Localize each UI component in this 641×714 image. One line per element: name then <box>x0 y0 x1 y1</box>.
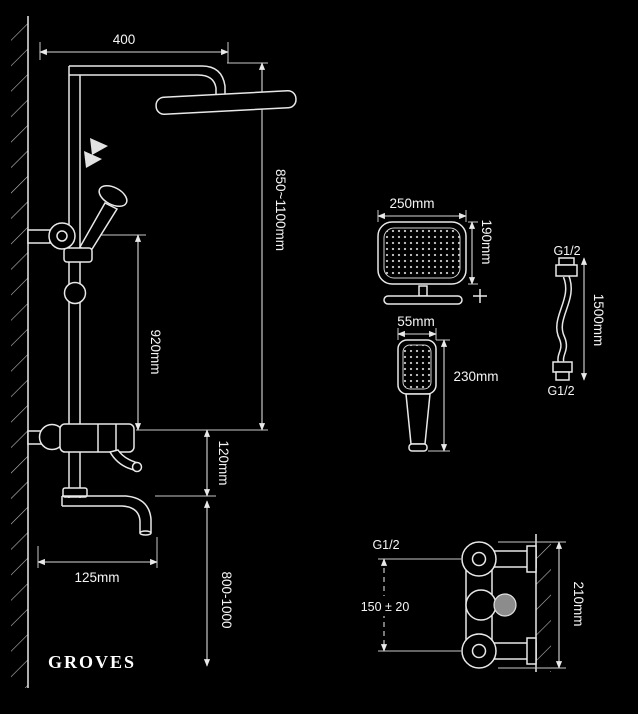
dim-valve-spacing-label: 150 ± 20 <box>361 600 410 614</box>
mixer-body <box>59 423 135 453</box>
shower-arm <box>69 65 226 97</box>
mixer-assembly <box>27 423 143 473</box>
dim-riser-height-label: 920mm <box>148 329 163 374</box>
hose-thread-bottom-label: G1/2 <box>547 384 574 398</box>
slider-ring <box>63 281 87 305</box>
dim-column-height <box>136 62 268 431</box>
wall-mount-knob <box>27 222 76 250</box>
wall-left <box>11 16 29 688</box>
hand-shower-cap <box>408 443 428 452</box>
valve-thread-label: G1/2 <box>372 538 399 552</box>
dim-hose-length-label: 1500mm <box>591 294 606 347</box>
valve-knob-cap <box>493 593 517 617</box>
dim-spout-reach-label: 125mm <box>74 570 119 585</box>
shower-hose <box>552 257 588 381</box>
overhead-shower-side <box>155 90 297 115</box>
dim-head-depth <box>468 221 478 285</box>
hose-thread-top-label: G1/2 <box>553 244 580 258</box>
mixer-valve-view <box>378 541 566 669</box>
hose-connector-top <box>555 257 578 277</box>
label-backdrop <box>352 596 418 616</box>
wall-right <box>535 534 551 672</box>
tub-spout <box>61 487 152 536</box>
right-edge-highlight <box>638 0 641 714</box>
dim-riser-height <box>88 234 146 431</box>
dim-valve-height <box>498 541 566 669</box>
dim-valve-height-label: 210mm <box>571 581 586 626</box>
dim-hand-width-label: 55mm <box>397 314 435 329</box>
overhead-shower-face <box>383 227 461 279</box>
dim-head-depth-label: 190mm <box>479 219 494 264</box>
dim-top-width <box>39 42 229 63</box>
slider-indicator-icon <box>84 138 108 168</box>
hand-shower-side <box>63 184 128 263</box>
brand-logo: GROVES <box>48 652 136 672</box>
dim-column-height-label: 850~1100mm <box>273 169 288 251</box>
overhead-shower-profile <box>383 285 463 305</box>
dim-hand-height <box>428 339 450 452</box>
dim-hand-height-label: 230mm <box>453 369 498 384</box>
hand-shower-handle <box>79 202 119 256</box>
dim-hand-width <box>397 328 437 340</box>
plus-icon <box>473 289 487 303</box>
dim-spout-offset-label: 120mm <box>216 440 231 485</box>
valve-knob <box>465 589 497 621</box>
valve-union-bottom <box>461 633 497 669</box>
valve-union-top <box>461 541 497 577</box>
dim-head-width <box>377 210 467 222</box>
hand-shower-grip <box>405 393 431 445</box>
hand-shower-front-view <box>397 328 450 452</box>
dim-spout-reach <box>37 537 158 568</box>
dim-install-height-label: 800-1000 <box>219 571 234 628</box>
dim-head-width-label: 250mm <box>389 196 434 211</box>
hose-connector-bottom <box>552 361 573 381</box>
dim-top-width-label: 400 <box>113 32 136 47</box>
hand-shower-bracket <box>63 247 93 263</box>
hand-shower-face <box>402 344 432 390</box>
dim-spout-offset <box>155 429 216 497</box>
overhead-shower-top-view <box>377 210 487 305</box>
